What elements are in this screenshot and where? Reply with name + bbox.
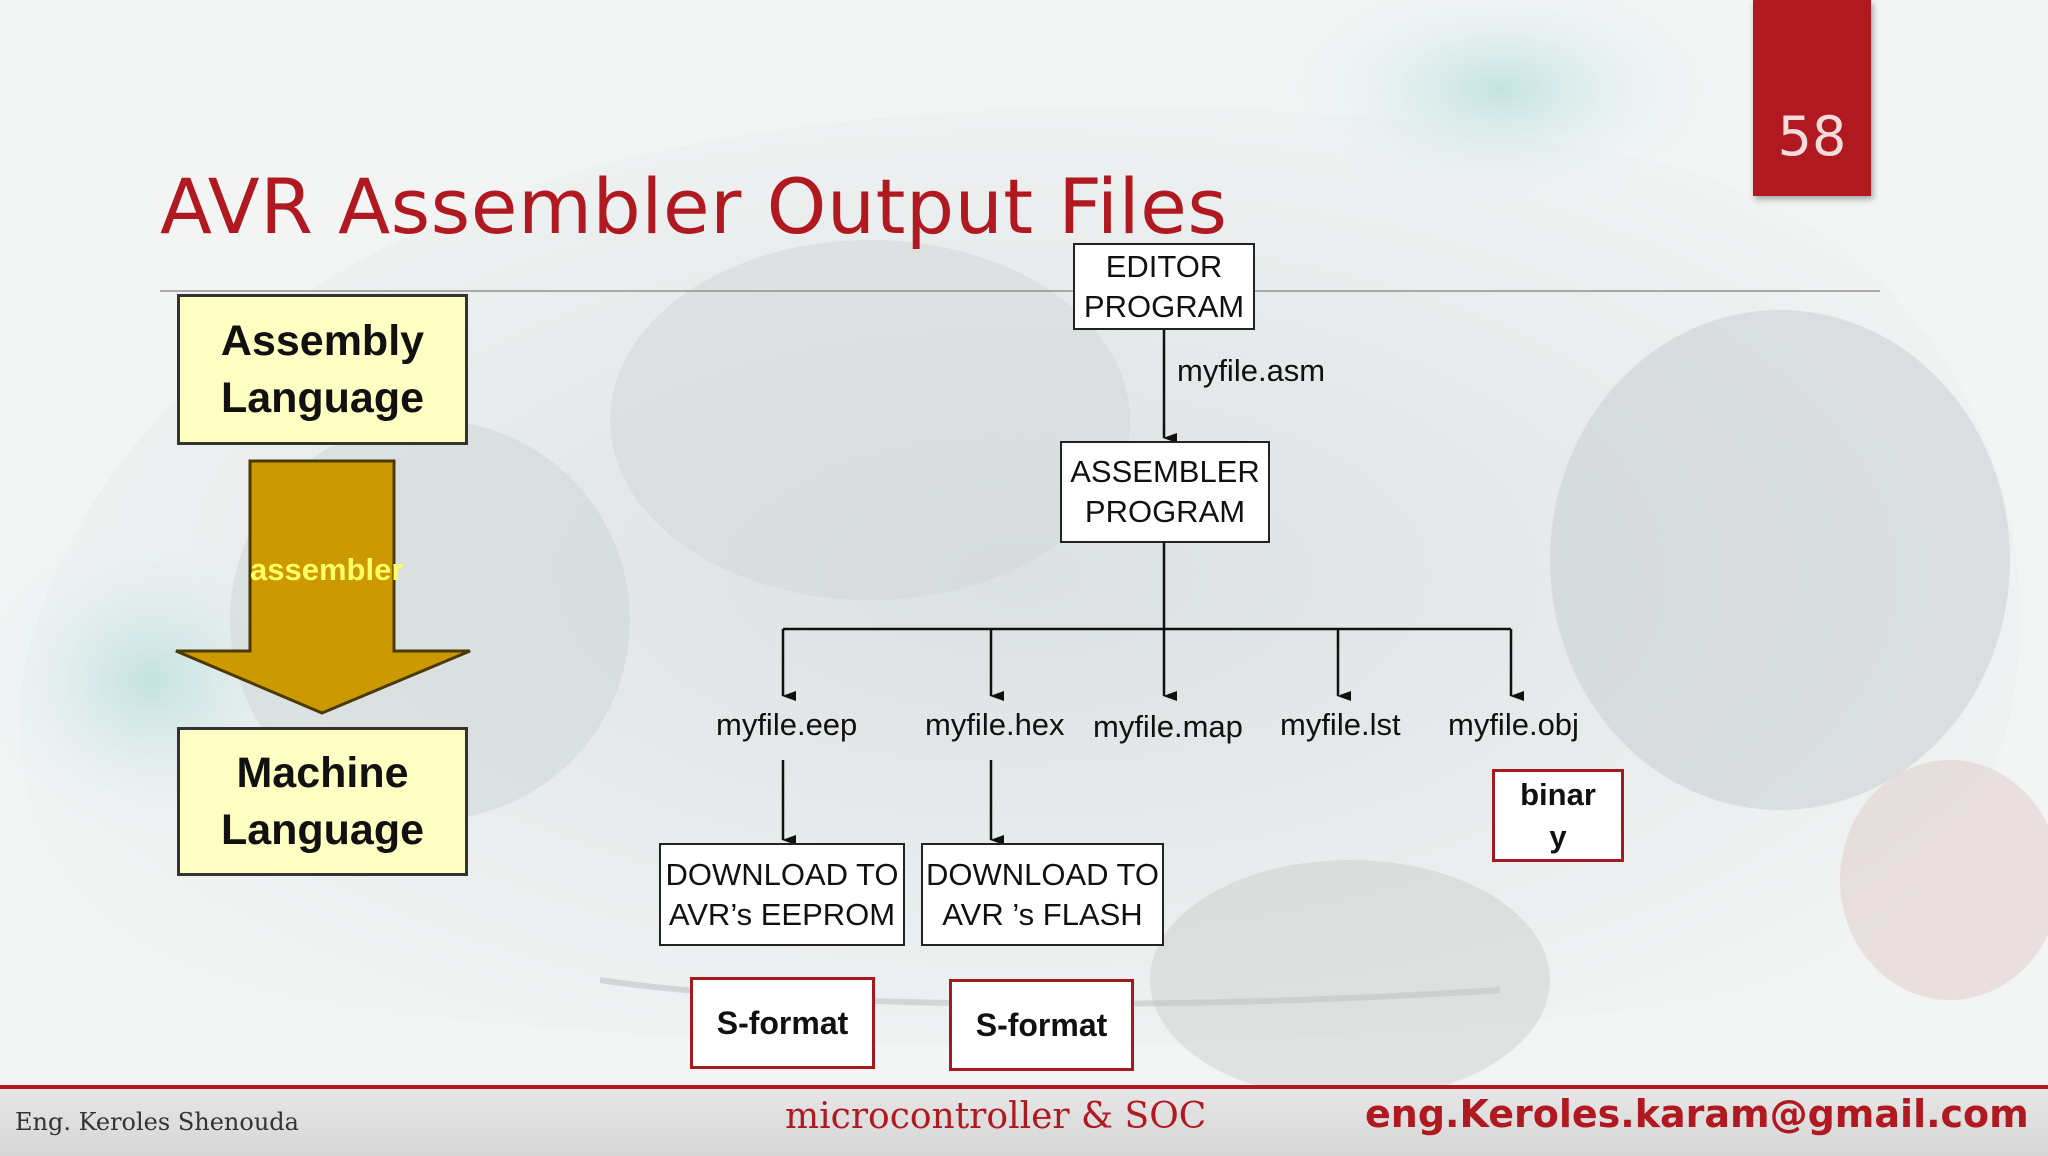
download-eeprom-line2: AVR’s EEPROM xyxy=(668,896,896,932)
footer-email: eng.Keroles.karam@gmail.com xyxy=(1365,1092,2029,1136)
flash-format-box: S-format xyxy=(949,979,1134,1071)
flash-format-label: S-format xyxy=(975,1007,1108,1043)
assembler-program-line2: PROGRAM xyxy=(1084,494,1246,529)
assembler-program-line1: ASSEMBLER xyxy=(1070,454,1260,489)
machine-language-label: Machine Language xyxy=(220,748,425,854)
assembler-arrow-label: assembler xyxy=(250,552,404,587)
output-file-hex: myfile.hex xyxy=(925,707,1065,742)
output-file-lst: myfile.lst xyxy=(1280,707,1401,742)
title-divider xyxy=(160,290,1880,292)
editor-program-line1: EDITOR xyxy=(1105,248,1223,284)
slide-title: AVR Assembler Output Files xyxy=(160,162,1228,251)
download-eeprom-box: DOWNLOAD TO AVR’s EEPROM xyxy=(659,843,905,946)
assembly-language-box: Assembly Language xyxy=(177,294,468,445)
output-file-map: myfile.map xyxy=(1093,709,1243,744)
slide-number: 58 xyxy=(1777,105,1847,168)
eeprom-format-box: S-format xyxy=(690,977,875,1069)
obj-format-line1: binar xyxy=(1520,776,1596,812)
eeprom-format-label: S-format xyxy=(716,1005,849,1041)
asm-file-label: myfile.asm xyxy=(1177,353,1326,388)
slide-number-tab: 58 xyxy=(1753,0,1871,196)
output-file-obj: myfile.obj xyxy=(1448,707,1579,742)
obj-format-box: binar y xyxy=(1492,769,1624,862)
download-flash-line2: AVR ’s FLASH xyxy=(942,896,1143,932)
obj-format-line2: y xyxy=(1549,818,1567,854)
download-flash-box: DOWNLOAD TO AVR ’s FLASH xyxy=(921,843,1164,946)
slide-footer xyxy=(0,1085,2048,1156)
assembler-program-box: ASSEMBLER PROGRAM xyxy=(1060,441,1270,543)
download-flash-line1: DOWNLOAD TO xyxy=(925,856,1160,892)
assembler-arrow xyxy=(175,459,471,715)
footer-author: Eng. Keroles Shenouda xyxy=(15,1108,299,1136)
editor-program-line2: PROGRAM xyxy=(1083,288,1245,324)
download-eeprom-line1: DOWNLOAD TO xyxy=(665,856,899,892)
editor-program-box: EDITOR PROGRAM xyxy=(1073,243,1255,330)
output-file-eep: myfile.eep xyxy=(716,707,858,742)
footer-course: microcontroller & SOC xyxy=(785,1096,1207,1137)
assembly-language-label: Assembly Language xyxy=(220,316,425,422)
machine-language-box: Machine Language xyxy=(177,727,468,876)
